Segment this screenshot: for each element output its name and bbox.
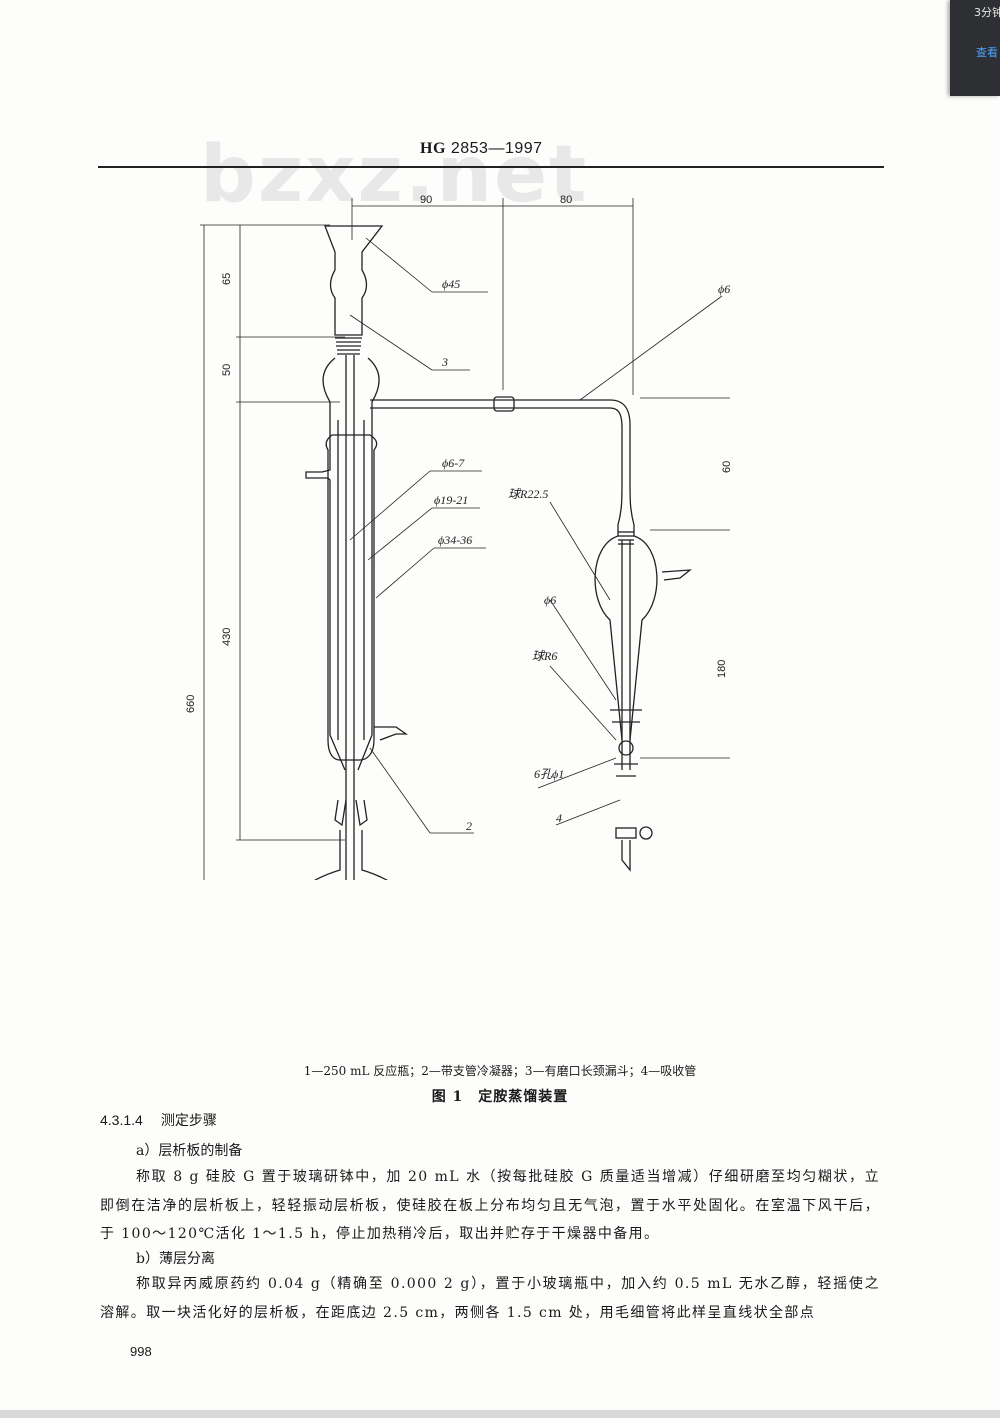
label-3: 3	[441, 355, 448, 369]
page-header: HG 2853—1997	[420, 140, 543, 158]
label-4: 4	[556, 811, 562, 825]
dim-50: 50	[221, 364, 233, 376]
absorber-outlet	[661, 569, 693, 581]
standard-code: 2853—1997	[450, 140, 543, 157]
label-phi6-top: ϕ6	[718, 282, 730, 296]
section-heading: 4.3.1.4 测定步骤	[100, 1110, 217, 1130]
watermark: bzxz.net	[200, 130, 589, 220]
viewer-bottom-bar	[0, 1410, 1000, 1418]
figure-legend: 1—250 mL 反应瓶；2—带支管冷凝器；3—有磨口长颈漏斗；4—吸收管	[303, 1064, 697, 1078]
side-arm	[370, 399, 631, 480]
viewer-tab-time: 3分钟	[974, 6, 1000, 19]
dim-660: 660	[185, 695, 197, 713]
label-phi6-7: ϕ6-7	[442, 456, 465, 470]
funnel	[324, 225, 384, 336]
jacket-outlet	[374, 726, 409, 741]
subheading-b: b）薄层分离	[136, 1251, 215, 1267]
apparatus-figure: 90 80 65 50 430 660 60 180 260 ϕ45 ϕ6 3 …	[185, 194, 730, 880]
header-rule	[98, 166, 884, 168]
bubble-bulb	[618, 740, 634, 756]
tube-connector	[493, 396, 515, 412]
dim-430: 430	[221, 628, 233, 646]
page-number: 998	[130, 1344, 152, 1359]
label-holes: 6孔ϕ1	[534, 767, 564, 781]
label-2: 2	[466, 819, 472, 833]
dim-80: 80	[560, 194, 572, 206]
dim-90: 90	[420, 194, 432, 206]
absorption-tube	[594, 479, 658, 770]
label-phi34-36: ϕ34-36	[438, 533, 472, 547]
dim-65: 65	[221, 273, 233, 285]
paragraph-b: 称取异丙威原药约 0.04 g（精确至 0.000 2 g），置于小玻璃瓶中，加…	[100, 1276, 880, 1321]
label-phi6-mid: ϕ6	[544, 593, 556, 607]
paragraph-a: 称取 8 g 硅胶 G 置于玻璃研钵中，加 20 mL 水（按每批硅胶 G 质量…	[100, 1169, 880, 1242]
ground-joint	[334, 799, 368, 827]
label-phi45: ϕ45	[442, 277, 460, 291]
section-number: 4.3.1.4	[100, 1112, 143, 1128]
viewer-view-link[interactable]: 查看	[976, 46, 998, 59]
dim-180: 180	[716, 660, 728, 678]
label-ball-r6: 球R6	[532, 649, 557, 663]
subheading-a: a）层析板的制备	[136, 1143, 243, 1159]
reaction-flask	[314, 830, 388, 880]
standard-prefix: HG	[420, 140, 446, 157]
apparatus-drawing	[200, 198, 730, 880]
condenser-jacket	[325, 434, 378, 761]
stopcock	[615, 827, 637, 839]
dim-60: 60	[721, 461, 730, 473]
section-title: 测定步骤	[160, 1113, 217, 1129]
condenser-outer	[305, 357, 380, 771]
figure-title: 图 1 定胺蒸馏装置	[431, 1089, 569, 1105]
label-ball-r22-5: 球R22.5	[508, 487, 548, 501]
label-phi19-21: ϕ19-21	[434, 493, 468, 507]
viewer-side-tab[interactable]: 3分钟 查看	[950, 0, 1000, 96]
